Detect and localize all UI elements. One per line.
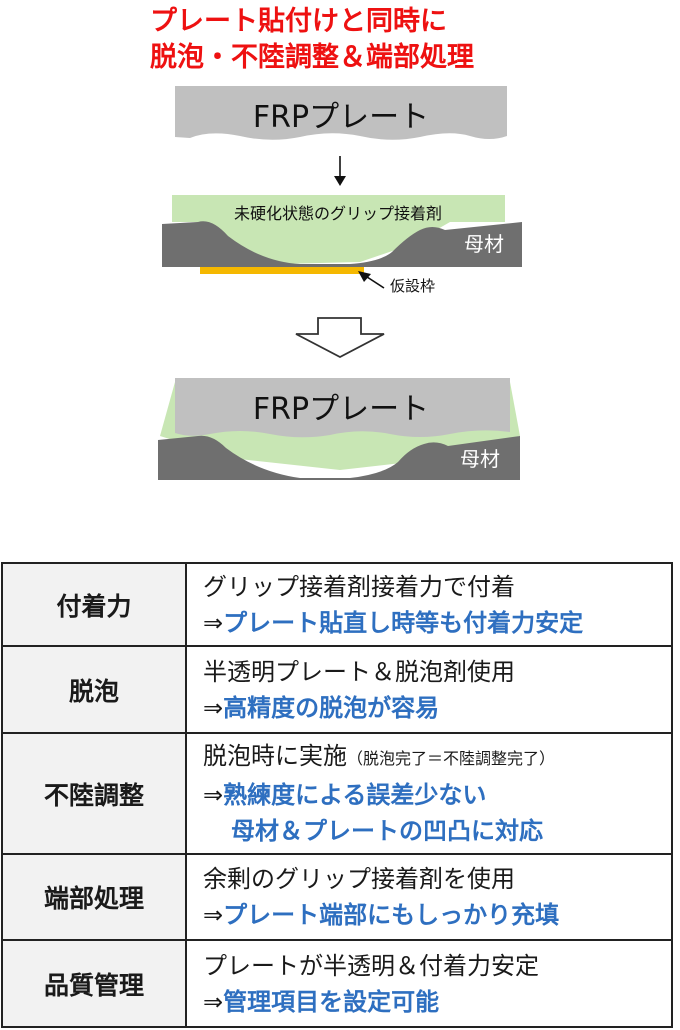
row-body: 脱泡時に実施（脱泡完了＝不陸調整完了） ⇒熟練度による誤差少ない 母材＆プレート… bbox=[185, 732, 673, 855]
implies-arrow-icon: ⇒ bbox=[203, 987, 224, 1016]
row-line-2: ⇒プレート貼直し時等も付着力安定 bbox=[203, 605, 671, 641]
row-note: （脱泡完了＝不陸調整完了） bbox=[347, 749, 556, 768]
base-top-label: 母材 bbox=[464, 232, 504, 256]
row-highlight: プレート端部にもしっかり充填 bbox=[223, 901, 560, 929]
diagram-title: プレート貼付けと同時に 脱泡・不陸調整＆端部処理 bbox=[150, 4, 550, 76]
table-row: 脱泡 半透明プレート＆脱泡剤使用 ⇒高精度の脱泡が容易 bbox=[1, 645, 673, 734]
row-line-2: ⇒管理項目を設定可能 bbox=[203, 984, 671, 1020]
frp-plate-top-label: FRPプレート bbox=[253, 100, 429, 135]
row-line-1: プレートが半透明＆付着力安定 bbox=[203, 951, 539, 980]
adhesive-top bbox=[172, 195, 505, 264]
frp-plate-bottom bbox=[175, 378, 510, 438]
row-line-1: グリップ接着剤接着力で付着 bbox=[203, 572, 515, 601]
row-header: 不陸調整 bbox=[1, 732, 187, 855]
frp-plate-top bbox=[175, 86, 507, 140]
row-highlight: 熟練度による誤差少ない bbox=[223, 781, 487, 809]
process-arrow-icon bbox=[295, 317, 385, 359]
row-highlight: 管理項目を設定可能 bbox=[223, 987, 440, 1016]
table-row: 付着力 グリップ接着剤接着力で付着 ⇒プレート貼直し時等も付着力安定 bbox=[1, 562, 673, 647]
frame-label: 仮設枠 bbox=[390, 277, 435, 295]
row-highlight: 高精度の脱泡が容易 bbox=[223, 693, 440, 722]
row-line-1-text: 脱泡時に実施 bbox=[203, 742, 347, 770]
row-line-1: 脱泡時に実施（脱泡完了＝不陸調整完了） bbox=[203, 738, 671, 777]
frp-plate-bottom-label: FRPプレート bbox=[253, 392, 429, 427]
row-header: 端部処理 bbox=[1, 853, 187, 941]
frame-pointer-arrow-icon bbox=[358, 271, 385, 289]
row-body: 余剰のグリップ接着剤を使用 ⇒プレート端部にもしっかり充填 bbox=[185, 853, 673, 941]
row-line-1: 余剰のグリップ接着剤を使用 bbox=[203, 865, 515, 893]
implies-arrow-icon: ⇒ bbox=[203, 693, 224, 722]
process-diagram: FRPプレート 未硬化状態のグリップ接着剤 母材 仮設枠 FRPプレート 母材 bbox=[158, 86, 522, 480]
row-highlight: プレート貼直し時等も付着力安定 bbox=[223, 608, 584, 637]
implies-arrow-icon: ⇒ bbox=[203, 781, 224, 809]
row-line-3: 母材＆プレートの凹凸に対応 bbox=[231, 817, 543, 845]
adhesive-label: 未硬化状態のグリップ接着剤 bbox=[234, 204, 442, 223]
row-header: 品質管理 bbox=[1, 939, 187, 1028]
row-header: 脱泡 bbox=[1, 645, 187, 734]
base-bottom-label: 母材 bbox=[460, 447, 500, 471]
row-header: 付着力 bbox=[1, 562, 187, 647]
row-line-1: 半透明プレート＆脱泡剤使用 bbox=[203, 657, 515, 686]
table-row: 不陸調整 脱泡時に実施（脱泡完了＝不陸調整完了） ⇒熟練度による誤差少ない 母材… bbox=[1, 732, 673, 855]
table-row: 端部処理 余剰のグリップ接着剤を使用 ⇒プレート端部にもしっかり充填 bbox=[1, 853, 673, 941]
row-body: グリップ接着剤接着力で付着 ⇒プレート貼直し時等も付着力安定 bbox=[185, 562, 673, 647]
row-line-2: ⇒高精度の脱泡が容易 bbox=[203, 690, 671, 726]
base-bottom bbox=[158, 435, 520, 480]
row-body: 半透明プレート＆脱泡剤使用 ⇒高精度の脱泡が容易 bbox=[185, 645, 673, 734]
base-top bbox=[162, 221, 522, 267]
row-body: プレートが半透明＆付着力安定 ⇒管理項目を設定可能 bbox=[185, 939, 673, 1028]
temporary-frame bbox=[200, 267, 364, 274]
title-line-2: 脱泡・不陸調整＆端部処理 bbox=[150, 42, 474, 73]
down-arrow-icon bbox=[334, 156, 346, 186]
feature-table: 付着力 グリップ接着剤接着力で付着 ⇒プレート貼直し時等も付着力安定 脱泡 半透… bbox=[1, 562, 673, 1028]
implies-arrow-icon: ⇒ bbox=[203, 901, 224, 929]
row-line-2: ⇒熟練度による誤差少ない bbox=[203, 777, 671, 813]
table-row: 品質管理 プレートが半透明＆付着力安定 ⇒管理項目を設定可能 bbox=[1, 939, 673, 1028]
title-line-1: プレート貼付けと同時に bbox=[150, 6, 447, 37]
row-line-2: ⇒プレート端部にもしっかり充填 bbox=[203, 897, 671, 933]
implies-arrow-icon: ⇒ bbox=[203, 608, 224, 637]
